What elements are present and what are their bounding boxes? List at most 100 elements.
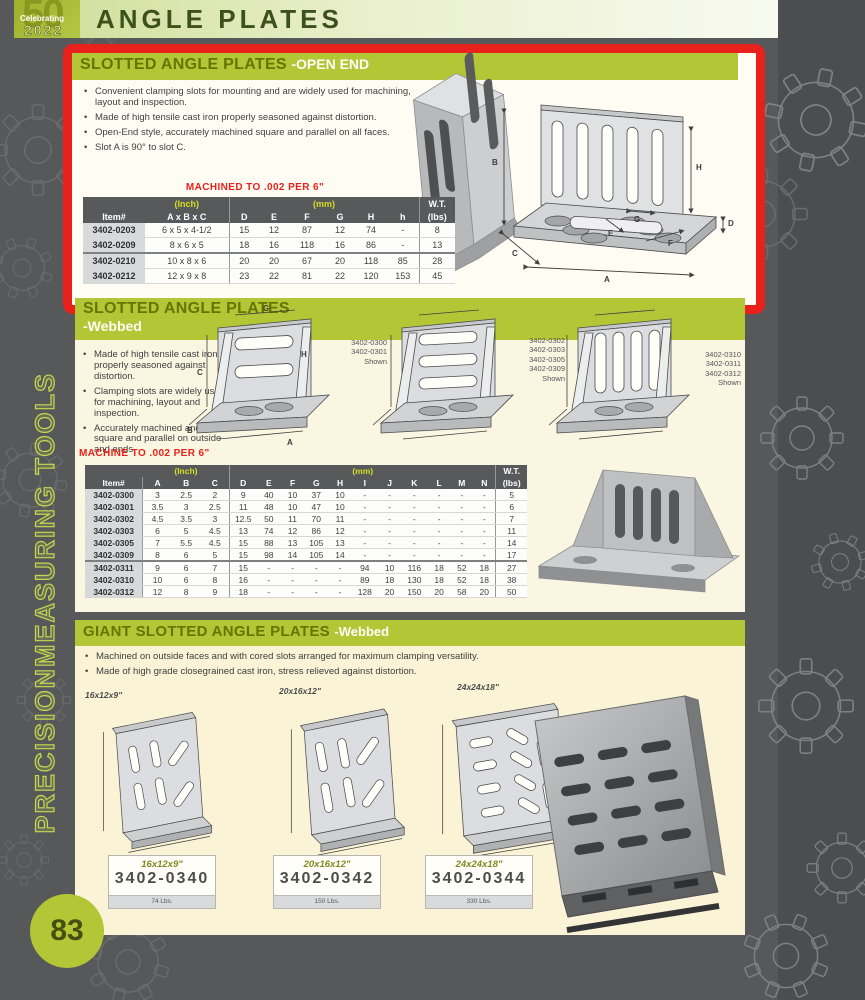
- giant-size-label-1: 16x12x9": [85, 690, 123, 700]
- th-col-B: B: [171, 477, 201, 489]
- dim-label-G: G: [634, 215, 641, 224]
- bullet-item: Made of high tensile cast iron properly …: [84, 112, 414, 124]
- giant-plate-photo: [534, 695, 726, 934]
- th-col-F: F: [281, 477, 304, 489]
- th-inch-group: (Inch): [145, 197, 229, 210]
- th-wt: W.T.: [495, 465, 527, 477]
- bullet-item: Open-End style, accurately machined squa…: [84, 127, 414, 139]
- open-end-line-diagram: [498, 104, 726, 278]
- webbed-table: (Inch) (mm) W.T. Item# A B C D E F G H: [85, 465, 527, 598]
- page-title: ANGLE PLATES: [96, 4, 343, 34]
- th-col-M: M: [450, 477, 474, 489]
- logo-50-text: 50: [22, 0, 64, 36]
- product-weight: 150 Lbs.: [274, 895, 380, 908]
- sidebar-vertical-title: PRECISIONMEASURING TOOLS: [29, 371, 60, 834]
- th-col-J: J: [378, 477, 401, 489]
- machined-note: MACHINED TO .002 PER 6": [185, 182, 325, 193]
- product-item-number: 3402-0342: [279, 870, 375, 887]
- table-row: 3402-0302 4.5 3.5 3 12.5 50 11 70 11 - -…: [85, 512, 527, 525]
- table-row: 3402-0312 12 8 9 18 - - - - 128 20 150: [85, 585, 527, 598]
- table-row: 3402-0303 6 5 4.5 13 74 12 86 12 - - -: [85, 524, 527, 537]
- th-col-G: G: [325, 210, 355, 223]
- section-open-end-header-band: SLOTTED ANGLE PLATES -OPEN END: [72, 53, 738, 80]
- section-webbed-title: SLOTTED ANGLE PLATES -Webbed: [83, 300, 290, 334]
- right-margin-strip: [778, 0, 865, 1000]
- open-end-bullet-list: Convenient clamping slots for mounting a…: [84, 86, 414, 158]
- th-col-I: I: [351, 477, 379, 489]
- dim-label-A: A: [604, 275, 610, 284]
- anniversary-logo: 50 Celebrating 2022: [14, 0, 80, 38]
- table-row: 3402-0203 6 x 5 x 4-1/2 15 12 87 12 74 -…: [83, 223, 455, 238]
- th-col-C: C: [200, 477, 230, 489]
- shown-label-1: 3402-0300 3402-0301 Shown: [351, 338, 387, 366]
- th-mm-group: (mm): [228, 197, 419, 210]
- d1-label-B: B: [187, 426, 193, 435]
- th-col-F: F: [289, 210, 325, 223]
- th-col-G: G: [303, 477, 329, 489]
- table-row: 3402-0300 3 2.5 2 9 40 10 37 10 - - -: [85, 489, 527, 501]
- th-col-E: E: [259, 210, 289, 223]
- dim-label-D: D: [728, 219, 734, 228]
- bullet-item: Machined on outside faces and with cored…: [85, 651, 705, 663]
- bullet-item: Clamping slots are widely used for machi…: [83, 386, 235, 420]
- th-col-H: H: [328, 477, 352, 489]
- d1-label-C: C: [197, 368, 203, 377]
- dim-label-F: F: [668, 239, 673, 248]
- d1-label-H: H: [301, 350, 307, 359]
- logo-year-text: 2022: [24, 22, 64, 38]
- th-item: Item#: [83, 210, 145, 223]
- webbed-diagram-3: [548, 309, 691, 440]
- section-open-end-title: SLOTTED ANGLE PLATES -OPEN END: [80, 56, 370, 73]
- th-lbs: (lbs): [495, 477, 527, 489]
- bullet-item: Made of high grade closegrained cast iro…: [85, 666, 705, 678]
- shown-label-3: 3402-0310 3402-0311 3402-0312 Shown: [705, 350, 741, 388]
- giant-size-label-3: 24x24x18": [457, 682, 499, 692]
- giant-diagram-1: [103, 712, 213, 853]
- page-header-bar: [14, 0, 778, 38]
- section-giant-title: GIANT SLOTTED ANGLE PLATES -Webbed: [83, 623, 390, 640]
- table-row: 3402-0311 9 6 7 15 - - - - 94 10 116: [85, 560, 527, 574]
- page-number-badge: 83: [30, 894, 104, 968]
- product-item-number: 3402-0340: [114, 870, 210, 887]
- th-col-N: N: [473, 477, 496, 489]
- section-giant: GIANT SLOTTED ANGLE PLATES -Webbed Machi…: [75, 620, 745, 935]
- product-box-0340: 16x12x9" 3402-0340 74 Lbs.: [108, 855, 216, 909]
- th-item: Item#: [85, 477, 143, 489]
- th-col-D: D: [228, 210, 259, 223]
- open-end-table: (Inch) (mm) W.T. Item# A x B x C D E F G…: [83, 197, 455, 284]
- section-webbed: SLOTTED ANGLE PLATES -Webbed Made of hig…: [75, 298, 745, 612]
- th-col-D: D: [229, 477, 257, 489]
- bullet-item: Made of high tensile cast iron properly …: [83, 349, 235, 383]
- section-open-end: SLOTTED ANGLE PLATES -OPEN END Convenien…: [63, 44, 765, 314]
- webbed-plate-photo: [537, 469, 741, 593]
- table-row: 3402-0301 3.5 3 2.5 11 48 10 47 10 - - -: [85, 500, 527, 513]
- logo-celebrating-text: Celebrating: [20, 14, 65, 23]
- product-size: 24x24x18": [455, 859, 503, 870]
- product-item-number: 3402-0344: [431, 870, 527, 887]
- dim-label-H: H: [696, 163, 702, 172]
- th-col-E: E: [256, 477, 282, 489]
- machine-note: MACHINE TO .002 PER 6": [79, 448, 210, 459]
- table-row: 3402-0210 10 x 8 x 6 20 20 67 20 118 85 …: [83, 252, 455, 269]
- table-row: 3402-0305 7 5.5 4.5 15 88 13 105 13 - - …: [85, 536, 527, 549]
- table-row: 3402-0310 10 6 8 16 - - - - 89 18 130: [85, 573, 527, 586]
- webbed-bullet-list: Made of high tensile cast iron properly …: [83, 349, 235, 460]
- d1-label-G: G: [263, 304, 270, 313]
- dim-label-B: B: [492, 158, 498, 167]
- webbed-diagram-1: [188, 309, 331, 440]
- bullet-item: Slot A is 90° to slot C.: [84, 142, 414, 154]
- section-giant-header-band: GIANT SLOTTED ANGLE PLATES -Webbed: [75, 620, 745, 646]
- product-box-0344: 24x24x18" 3402-0344 330 Lbs.: [425, 855, 533, 909]
- th-abc: A x B x C: [145, 210, 229, 223]
- th-col-A: A: [142, 477, 172, 489]
- dim-label-C: C: [512, 249, 518, 258]
- dim-label-E: E: [608, 229, 614, 238]
- product-size: 20x16x12": [303, 859, 351, 870]
- th-mm-group: (mm): [229, 465, 496, 477]
- th-col-h: h: [387, 210, 419, 223]
- table-row: 3402-0209 8 x 6 x 5 18 16 118 16 86 - 13: [83, 237, 455, 254]
- th-lbs: (lbs): [418, 210, 455, 223]
- bullet-item: Accurately machined and ground square an…: [83, 423, 235, 457]
- d1-label-A: A: [287, 438, 293, 447]
